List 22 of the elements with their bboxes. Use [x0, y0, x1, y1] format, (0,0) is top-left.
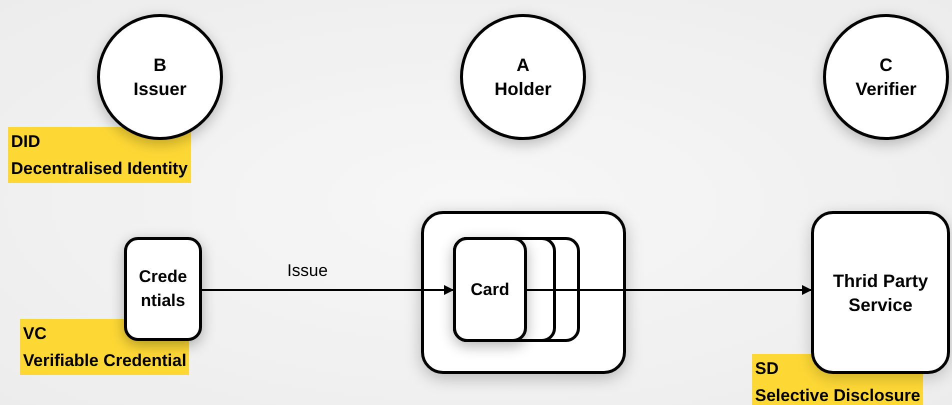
credential-card	[453, 237, 527, 342]
node-text: B	[154, 54, 166, 77]
tag-text: SD	[755, 358, 780, 380]
tag-text: Verifiable Credential	[23, 350, 186, 372]
node-text: Issuer	[133, 78, 187, 101]
arrow	[527, 285, 812, 295]
node-text: Holder	[494, 78, 552, 101]
service-box	[811, 211, 950, 374]
node-text: A	[516, 54, 530, 77]
node-text: Card	[470, 278, 510, 300]
node-text: C	[880, 54, 892, 77]
node-text: Verifier	[855, 78, 917, 101]
tag-text: VC	[23, 323, 48, 345]
arrow	[202, 285, 454, 295]
node-text: Thrid Party Service	[832, 270, 930, 316]
tag-text: DID	[11, 131, 42, 153]
edge-label: Issue	[287, 260, 328, 282]
wallet-box	[421, 211, 626, 374]
tag-text: Decentralised Identity	[11, 158, 188, 180]
tag-text: Selective Disclosure	[755, 385, 920, 405]
node-text: Crede ntials	[138, 266, 188, 312]
credential-card	[124, 237, 202, 341]
